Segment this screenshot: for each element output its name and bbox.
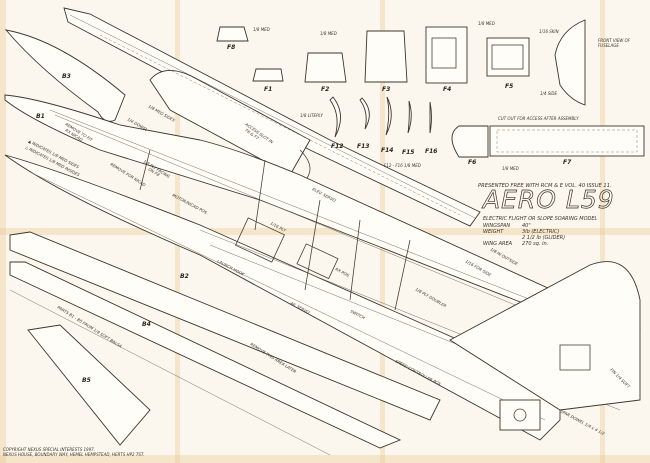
label-f2: F2: [321, 86, 329, 93]
label-f8: F8: [227, 44, 235, 51]
note-skin: 1/16 SKIN: [539, 29, 559, 34]
former-f6: [451, 125, 489, 158]
fuselage-front-view: [554, 19, 586, 106]
note-liteply: 1/8 LITEPLY: [300, 113, 323, 118]
tail-fin: [449, 261, 641, 431]
subtitle: ELECTRIC FLIGHT OR SLOPE SOARING MODEL: [483, 216, 598, 222]
model-name: AERO L59: [481, 185, 615, 214]
note-med-f8: 1/8 MED: [253, 27, 270, 32]
presented-text: PRESENTED FREE WITH RCM & E VOL. 40 ISSU…: [478, 183, 612, 189]
part-b5: [27, 324, 151, 446]
note-ply-doubler: 1/8 PLY DOUBLER: [415, 287, 448, 309]
label-f3: F3: [382, 86, 390, 93]
part-b2-b4: [9, 231, 441, 456]
label-f6: F6: [468, 159, 476, 166]
former-f1: [252, 68, 284, 82]
label-b4: B4: [142, 321, 151, 328]
label-f14: F14: [381, 147, 393, 154]
former-f7: [489, 125, 645, 157]
spec-value-weight: 3lb (ELECTRIC): [522, 229, 559, 235]
copyright-line-2: NEXUS HOUSE, BOUNDARY WAY, HEMEL HEMPSTE…: [3, 452, 144, 457]
label-b5: B5: [82, 377, 91, 384]
note-switch: SWITCH: [350, 308, 366, 320]
fuselage-side-view: [4, 94, 641, 346]
former-f3: [364, 30, 408, 83]
spec-value-wing-area: 270 sq. in.: [522, 241, 548, 247]
spec-value-wingspan: 40": [522, 223, 531, 229]
note-side: 1/4 SIDE: [540, 91, 558, 96]
label-b3: B3: [62, 73, 71, 80]
former-f5: [486, 37, 530, 77]
former-f8: [216, 26, 249, 42]
label-f7: F7: [563, 159, 572, 166]
label-f15: F15: [402, 149, 414, 156]
note-front-view: FRONT VIEW OF: [598, 38, 631, 43]
label-b1: B1: [36, 113, 45, 120]
title-block: PRESENTED FREE WITH RCM & E VOL. 40 ISSU…: [478, 183, 615, 247]
label-f5: F5: [505, 83, 513, 90]
spec-value-weight-glider: 2 1/2 lb (GLIDER): [522, 235, 565, 241]
fuselage-top-view: [63, 7, 481, 227]
note-ply-facing-2: ON F8: [147, 167, 160, 178]
note-med-f1-f2: 1/8 MED: [320, 31, 337, 36]
label-f13: F13: [357, 143, 369, 150]
former-drawings: [216, 19, 645, 158]
note-med-f6: 1/8 MED: [502, 166, 519, 171]
note-rx-pos: RX POS.: [335, 266, 352, 278]
label-f12: F12: [331, 143, 343, 150]
internal-structure: [139, 149, 411, 311]
note-spar: SPAR DOWEL 1/4 x 4 1/2: [560, 408, 606, 436]
label-b2: B2: [180, 273, 189, 280]
note-remove-nicad: REMOVE FOR NICAD: [109, 162, 146, 188]
spec-label-wing-area: WING AREA: [483, 241, 513, 247]
spec-label-weight: WEIGHT: [483, 229, 504, 235]
spec-label-wingspan: WINGSPAN: [483, 223, 510, 229]
note-cutout: CUT OUT FOR ACCESS AFTER ASSEMBLY: [498, 116, 579, 121]
note-med-f4-f5: 1/8 MED: [478, 21, 495, 26]
copyright-line-1: COPYRIGHT NEXUS SPECIAL INTERESTS 1997.: [3, 447, 95, 452]
former-f4: [425, 26, 468, 84]
former-f2: [304, 52, 347, 83]
note-f12-f16: F12 - F16 1/8 MED: [384, 163, 421, 168]
note-front-view-2: FUSELAGE: [598, 43, 619, 48]
label-f1: F1: [264, 86, 272, 93]
label-f4: F4: [443, 86, 451, 93]
label-f16: F16: [425, 148, 437, 155]
